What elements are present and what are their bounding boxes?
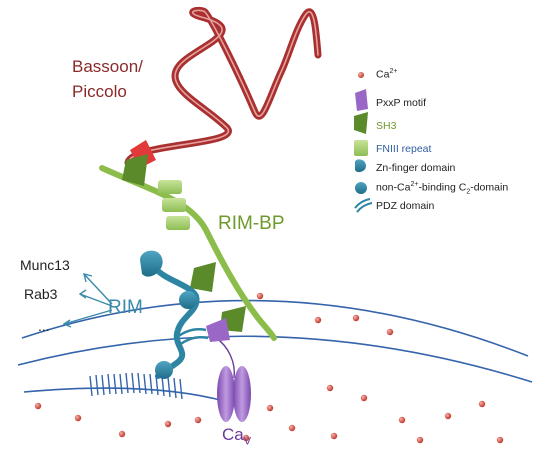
bassoon-piccolo-coil xyxy=(124,6,322,167)
rim-pdz-domain xyxy=(175,328,207,339)
legend-ca: Ca2+ xyxy=(376,68,397,81)
legend-pdz-symbol xyxy=(354,198,371,209)
ca-ion xyxy=(386,328,394,336)
piccolo-label: Piccolo xyxy=(72,82,127,101)
cav-label: CaV xyxy=(222,425,251,447)
ca-ion xyxy=(164,420,172,428)
rim-c2-domain-1 xyxy=(179,291,197,309)
legend-sh3: SH3 xyxy=(376,120,397,132)
ca-ion xyxy=(242,434,250,442)
cav-label-main: Ca xyxy=(222,425,244,444)
legend-c2-symbol xyxy=(355,182,367,194)
ca-ion xyxy=(118,430,126,438)
ca-ion xyxy=(496,436,504,444)
legend-pdz: PDZ domain xyxy=(376,200,435,212)
legend-sh3-symbol xyxy=(354,112,368,134)
membrane-lower xyxy=(23,387,239,406)
rim-partner-rab3: Rab3 xyxy=(24,286,58,302)
legend-pdz-symbol-2 xyxy=(356,202,373,213)
rim-partner-munc13: Munc13 xyxy=(20,257,70,273)
ca-ion xyxy=(194,416,202,424)
ca-ion xyxy=(326,384,334,392)
ca-ion xyxy=(34,402,42,410)
fniii-repeat-2 xyxy=(162,198,186,212)
membrane-hatch xyxy=(89,372,183,400)
ca-ion xyxy=(288,424,296,432)
legend-zn-symbol xyxy=(355,159,366,173)
legend-fniii: FNIII repeat xyxy=(376,143,432,155)
legend-ca-base: Ca xyxy=(376,68,390,81)
legend-zn-finger: Zn-finger domain xyxy=(376,162,456,174)
cav-channel-left xyxy=(217,366,235,422)
fniii-repeat-3 xyxy=(166,216,190,230)
rim-bp-backbone xyxy=(99,165,277,341)
legend-c2-sup: 2+ xyxy=(410,181,419,188)
ca-ion xyxy=(74,414,82,422)
legend-symbols xyxy=(354,72,373,213)
cav-channel-right xyxy=(233,366,251,422)
rim-c2-domain-2 xyxy=(155,361,173,379)
legend-c2-mid: -binding C xyxy=(418,181,467,194)
ca-ion xyxy=(398,416,406,424)
legend-fniii-symbol xyxy=(354,140,368,156)
rim-bp-label: RIM-BP xyxy=(218,213,285,234)
rim-label: RIM xyxy=(108,297,143,318)
rim-pdz-domain-2 xyxy=(177,336,209,347)
rim-partner-more: ... xyxy=(38,318,50,334)
legend-c2-post: -domain xyxy=(470,181,509,194)
ca-ion xyxy=(416,436,424,444)
ca-ion xyxy=(444,412,452,420)
ca-ion xyxy=(478,400,486,408)
ca-ion xyxy=(330,432,338,440)
legend-pxxp-symbol xyxy=(355,89,368,111)
cav-pxxp-motif xyxy=(206,318,230,342)
ca-ion xyxy=(314,316,322,324)
legend-ca-symbol xyxy=(358,72,364,78)
ca-ion xyxy=(352,314,360,322)
legend-c2: non-Ca2+-binding C2-domain xyxy=(376,181,508,196)
legend-c2-pre: non-Ca xyxy=(376,181,411,194)
ca-ion xyxy=(266,404,274,412)
fniii-repeat-1 xyxy=(158,180,182,194)
rim-zn-finger-domain xyxy=(140,250,163,277)
ca-ion xyxy=(256,292,264,300)
sh3-domain-mid xyxy=(190,262,216,292)
membrane-outer xyxy=(21,299,529,357)
cav-label-sub: V xyxy=(243,435,252,448)
bassoon-label: Bassoon/ xyxy=(72,57,143,76)
bassoon-piccolo-highlight xyxy=(127,9,319,164)
bassoon-piccolo-label: Bassoon/ Piccolo xyxy=(72,54,143,104)
legend-c2-sub: 2 xyxy=(466,188,471,196)
legend-ca-sup: 2+ xyxy=(389,68,398,75)
calcium-ions xyxy=(34,292,504,444)
legend-pxxp: PxxP motif xyxy=(376,97,426,109)
rim-backbone xyxy=(152,265,200,379)
sh3-domain-top xyxy=(122,154,148,186)
ca-ion xyxy=(360,394,368,402)
rim-interaction-arrows xyxy=(62,273,113,328)
membrane-inner xyxy=(17,335,533,383)
